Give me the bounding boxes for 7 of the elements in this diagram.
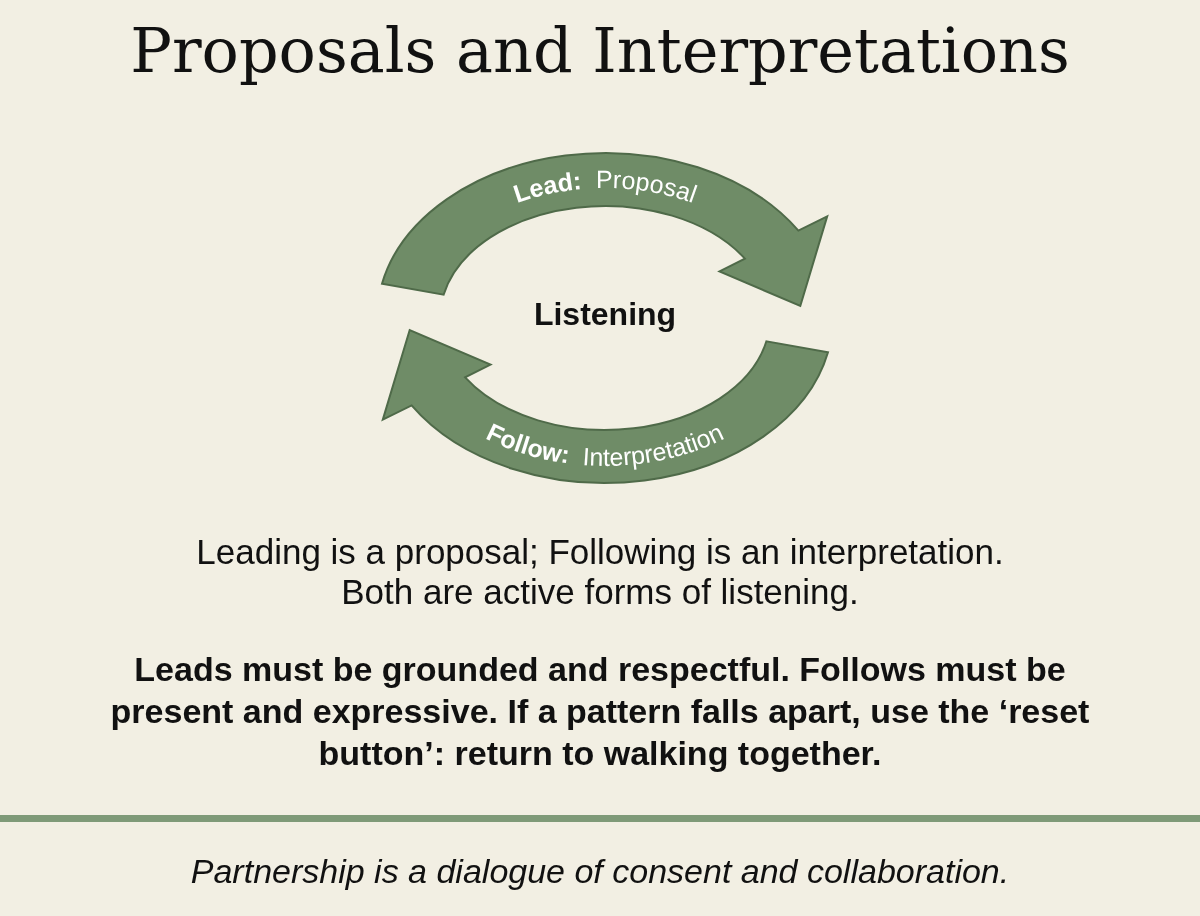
caption-text: Partnership is a dialogue of consent and collaboration. <box>189 852 1011 891</box>
body-text: Leading is a proposal; Following is an interpretation. Both are active forms of listening. <box>195 532 1005 612</box>
arrow-label: Lead: Proposal <box>509 165 701 208</box>
center-label: Listening <box>485 296 725 333</box>
arrow-label: Follow: Interpretation <box>482 417 728 471</box>
body-text: Leads must be grounded and respectful. Follows must be present and expressive. If a pattern falls apart, use the ‘reset button’: return to walking together. <box>109 649 1091 774</box>
slide-title: Proposals and Interpretations <box>129 14 1071 87</box>
